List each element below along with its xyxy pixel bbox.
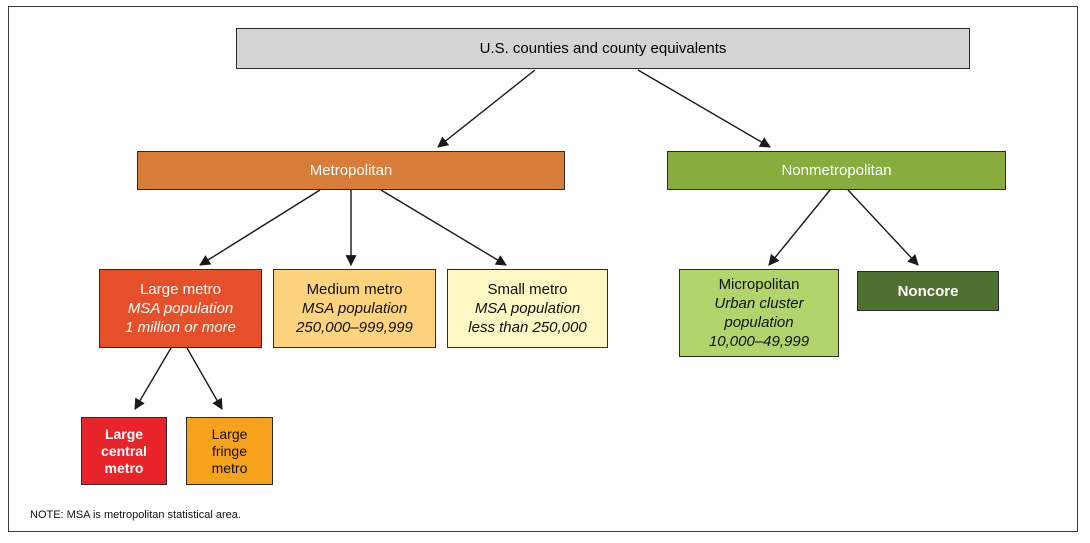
node-large-fringe-metro-line2: fringe xyxy=(211,442,248,459)
edge-nonmetropolitan-micropolitan xyxy=(768,189,831,266)
node-metropolitan: Metropolitan xyxy=(137,151,565,190)
node-micropolitan-label: Micropolitan xyxy=(718,276,800,293)
node-nonmetropolitan-label: Nonmetropolitan xyxy=(781,162,892,179)
edge-metropolitan-large-metro xyxy=(199,189,321,266)
edge-root-metropolitan xyxy=(437,69,536,148)
node-large-central-metro: Large central metro xyxy=(81,417,167,485)
node-medium-metro-sub1: MSA population xyxy=(301,300,408,317)
node-micropolitan-sub2: population xyxy=(724,314,794,331)
node-large-metro-sub1: MSA population xyxy=(127,300,234,317)
node-metropolitan-label: Metropolitan xyxy=(309,162,393,179)
node-micropolitan: Micropolitan Urban cluster population 10… xyxy=(679,269,839,357)
node-large-fringe-metro: Large fringe metro xyxy=(186,417,273,485)
edge-large-metro-large-fringe xyxy=(186,347,223,410)
node-nonmetropolitan: Nonmetropolitan xyxy=(667,151,1006,190)
node-medium-metro-label: Medium metro xyxy=(306,281,403,298)
edge-nonmetropolitan-noncore xyxy=(847,189,919,266)
node-small-metro: Small metro MSA population less than 250… xyxy=(447,269,608,348)
node-large-central-metro-line2: central xyxy=(101,442,147,459)
node-small-metro-label: Small metro xyxy=(487,281,568,298)
edge-large-metro-large-central xyxy=(134,347,172,410)
node-large-metro-sub2: 1 million or more xyxy=(125,319,236,336)
node-large-metro: Large metro MSA population 1 million or … xyxy=(99,269,262,348)
node-micropolitan-sub1: Urban cluster xyxy=(714,295,804,312)
diagram-frame xyxy=(8,6,1078,532)
node-noncore: Noncore xyxy=(857,271,999,311)
footnote: NOTE: MSA is metropolitan statistical ar… xyxy=(30,509,241,521)
node-us-counties: U.S. counties and county equivalents xyxy=(236,28,970,69)
node-us-counties-label: U.S. counties and county equivalents xyxy=(479,40,727,57)
node-large-fringe-metro-line1: Large xyxy=(211,425,248,442)
node-small-metro-sub1: MSA population xyxy=(474,300,581,317)
node-large-central-metro-line3: metro xyxy=(104,459,144,476)
node-medium-metro: Medium metro MSA population 250,000–999,… xyxy=(273,269,436,348)
node-large-fringe-metro-line3: metro xyxy=(211,459,248,476)
node-noncore-label: Noncore xyxy=(897,282,959,300)
edge-metropolitan-small-metro xyxy=(380,189,507,266)
node-large-central-metro-line1: Large xyxy=(104,425,144,442)
edge-root-nonmetropolitan xyxy=(637,69,771,148)
node-medium-metro-sub2: 250,000–999,999 xyxy=(296,319,413,336)
node-small-metro-sub2: less than 250,000 xyxy=(468,319,587,336)
node-large-metro-label: Large metro xyxy=(140,281,221,298)
node-micropolitan-sub3: 10,000–49,999 xyxy=(708,333,810,350)
